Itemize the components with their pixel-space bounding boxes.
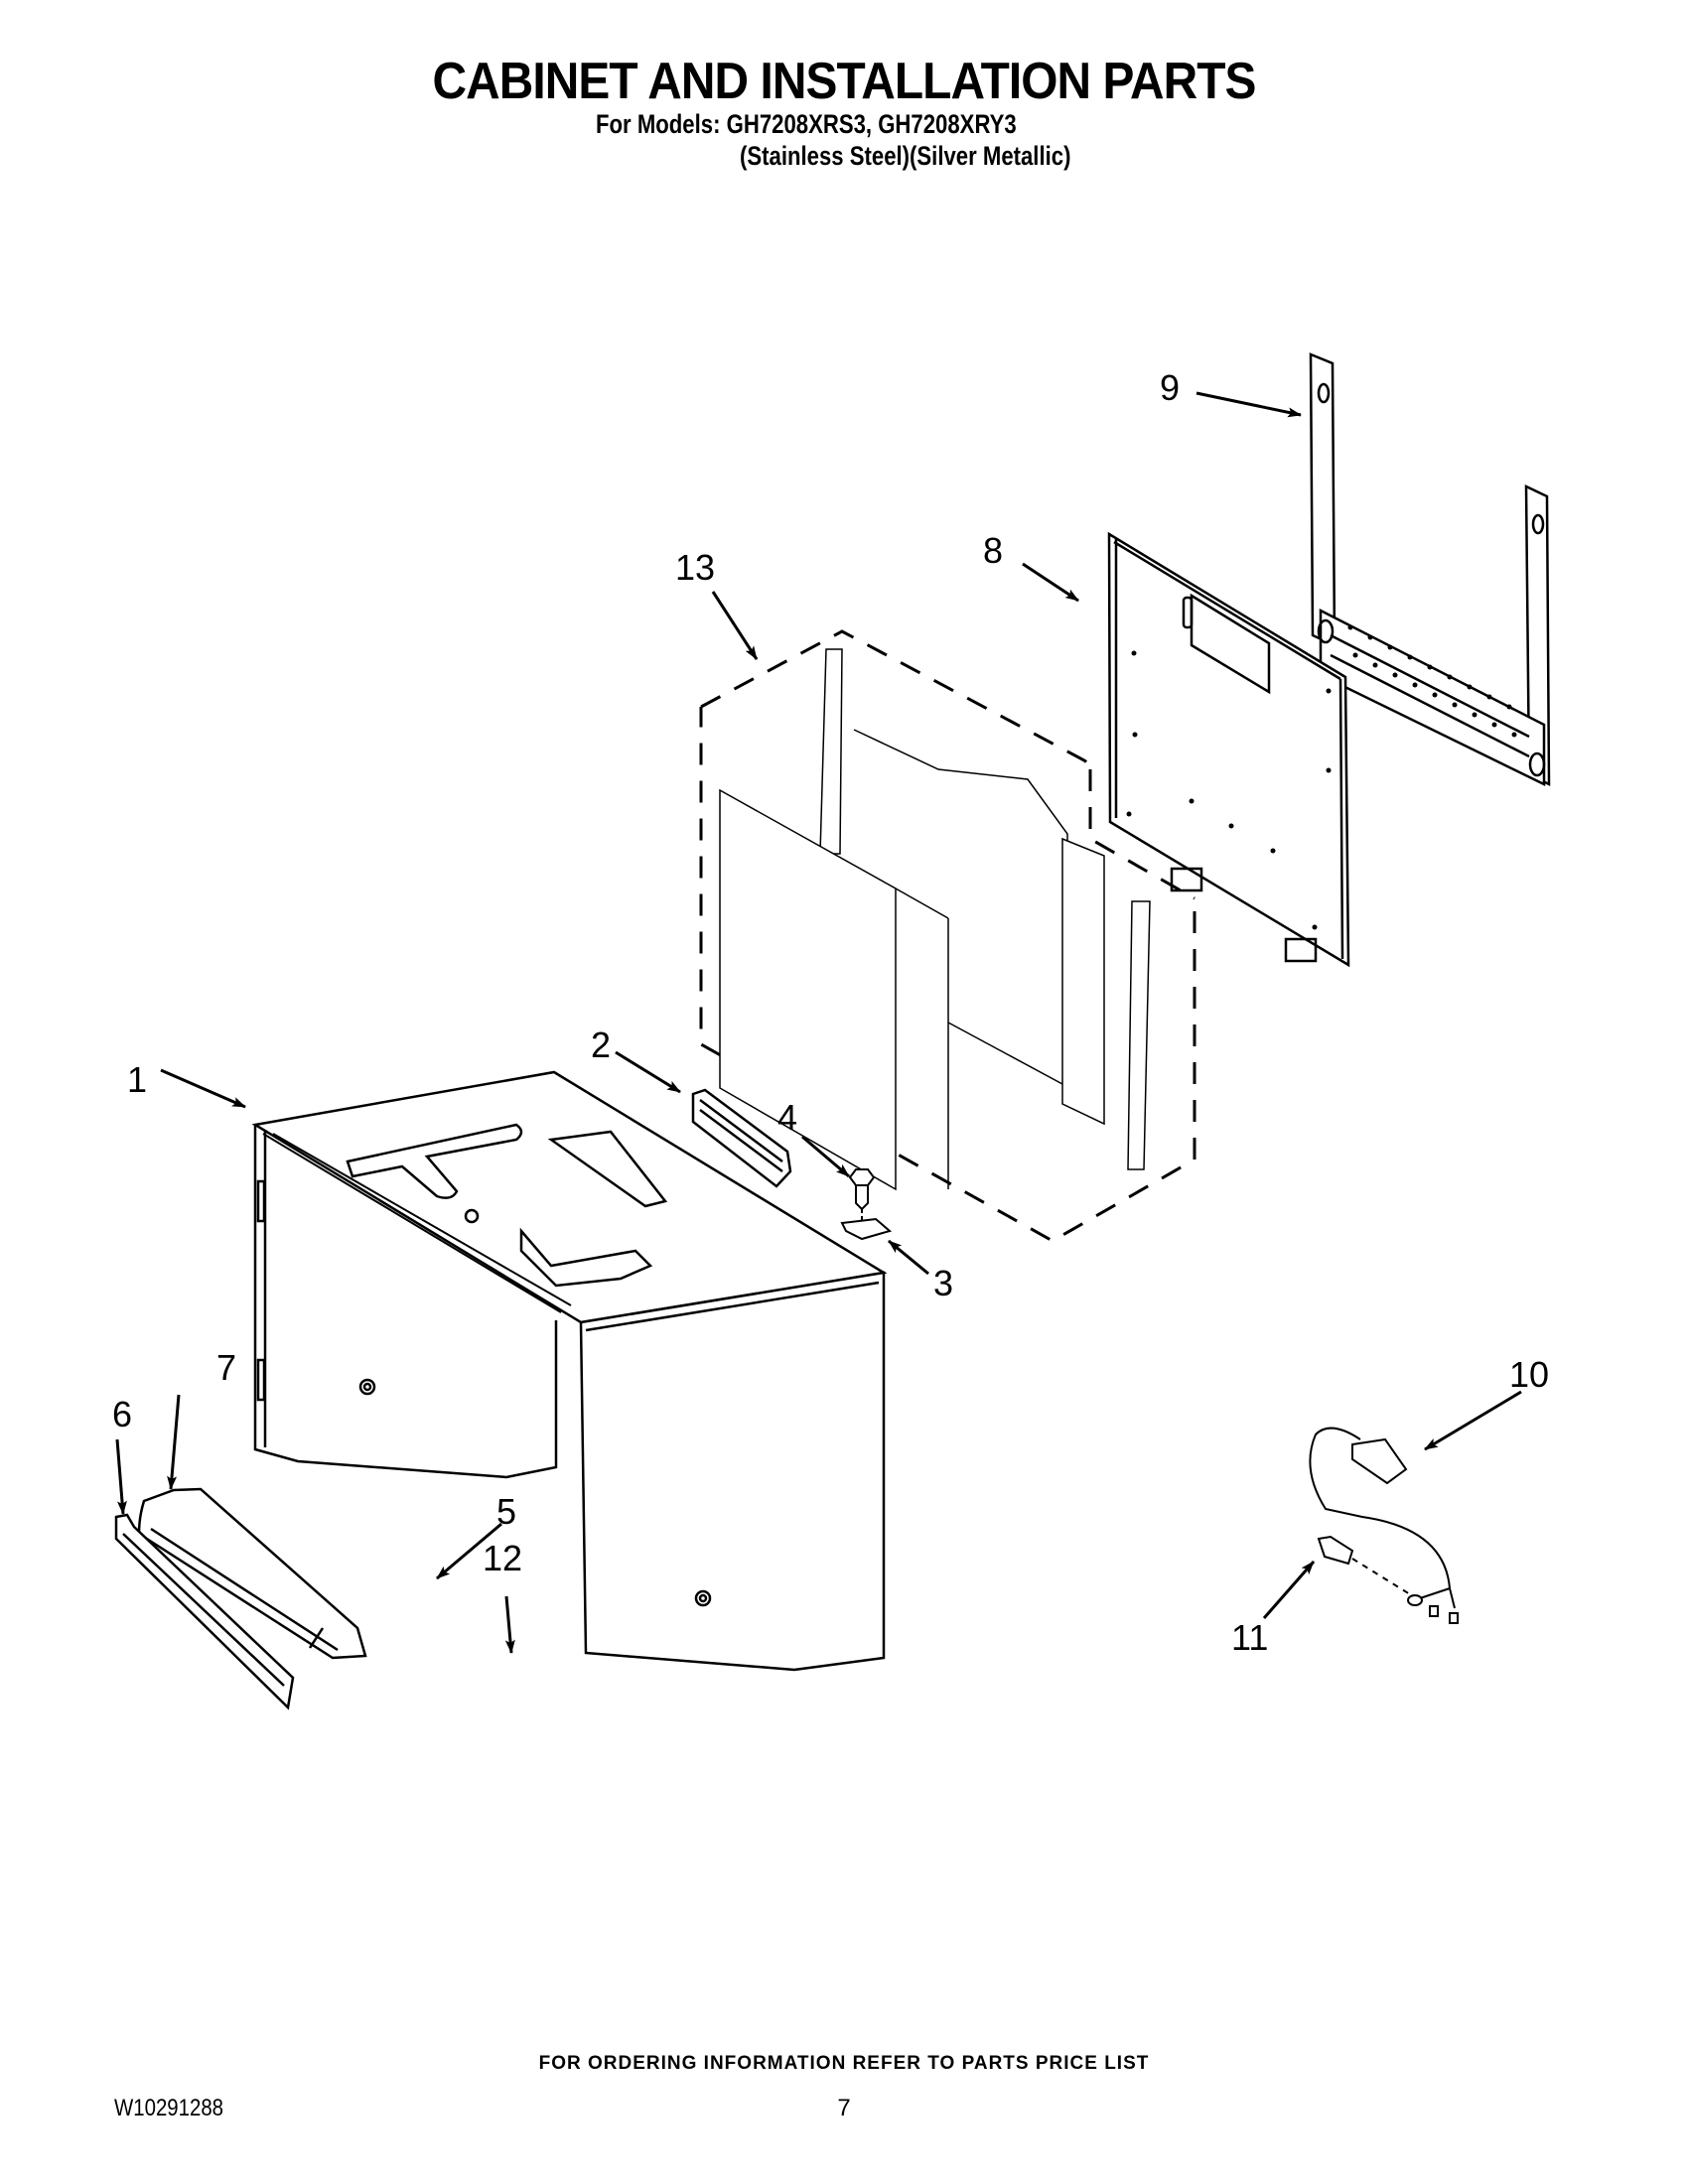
finish-line: (Stainless Steel)(Silver Metallic) (740, 141, 1071, 171)
callout-4: 4 (777, 1097, 797, 1138)
bottom-tray-part-7-5-12 (137, 1487, 367, 1660)
ground-screw-part-11 (1317, 1535, 1411, 1595)
power-cord-part-10 (1309, 1427, 1459, 1624)
callout-5: 5 (496, 1491, 516, 1532)
callout-9: 9 (1160, 367, 1180, 408)
installation-kit-part-13 (699, 629, 1196, 1243)
page-title: CABINET AND INSTALLATION PARTS (432, 53, 1256, 110)
callout-10: 10 (1509, 1354, 1549, 1395)
callout-2: 2 (591, 1024, 611, 1065)
callout-11: 11 (1231, 1617, 1268, 1658)
clip-part-3 (840, 1217, 893, 1241)
callout-6: 6 (112, 1394, 132, 1434)
cabinet-part-1 (251, 1070, 888, 1672)
models-line: For Models: GH7208XRS3, GH7208XRY3 (596, 109, 1017, 139)
callout-arrows (115, 391, 1522, 1654)
page-number: 7 (837, 2095, 851, 2121)
wall-bracket-part-9 (1309, 352, 1551, 787)
callout-12: 12 (483, 1538, 522, 1578)
callout-labels: 1 2 3 4 5 6 7 8 9 10 11 12 13 (112, 367, 1549, 1658)
callout-3: 3 (933, 1263, 953, 1303)
callout-13: 13 (675, 547, 715, 588)
callout-7: 7 (216, 1347, 236, 1388)
callout-1: 1 (127, 1059, 147, 1100)
document-id: W10291288 (114, 2095, 224, 2121)
callout-8: 8 (983, 530, 1003, 571)
top-bracket-part-2 (691, 1088, 792, 1188)
rear-panel-part-8 (1107, 531, 1350, 968)
front-trim-part-6 (114, 1513, 295, 1710)
screw-part-4 (848, 1168, 876, 1223)
ordering-note: FOR ORDERING INFORMATION REFER TO PARTS … (538, 2053, 1150, 2074)
